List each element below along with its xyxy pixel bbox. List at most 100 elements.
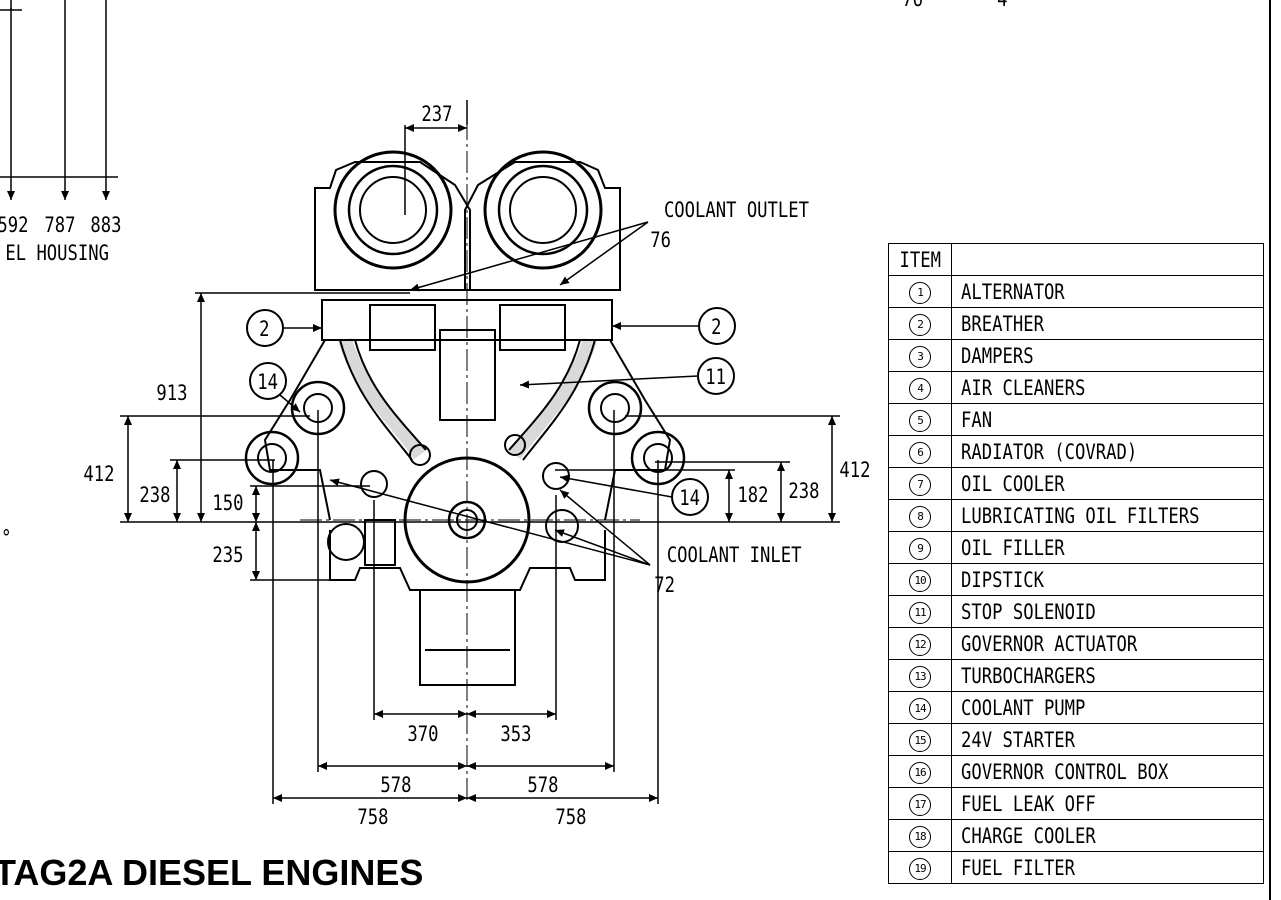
- engine-outline: [244, 118, 686, 800]
- table-row: 12 GOVERNOR ACTUATOR: [888, 627, 1264, 660]
- table-row: 11 STOP SOLENOID: [888, 595, 1264, 628]
- item-description-cell: LUBRICATING OIL FILTERS: [951, 499, 1264, 532]
- item-description-cell: DIPSTICK: [951, 563, 1264, 596]
- top-left-value-3: 883: [90, 212, 121, 237]
- dim-150: 150: [212, 490, 243, 515]
- item-number-balloon: 5: [909, 409, 931, 432]
- table-row: 5 FAN: [888, 403, 1264, 436]
- table-row: 4 AIR CLEANERS: [888, 371, 1264, 404]
- item-number-balloon: 14: [909, 697, 931, 720]
- item-number-balloon: 15: [909, 729, 931, 752]
- dim-182: 182: [737, 482, 768, 507]
- item-number-balloon: 6: [909, 441, 931, 464]
- item-description: ALTERNATOR: [961, 279, 1065, 304]
- item-number-cell: 5: [888, 403, 952, 436]
- balloon-14-left-label: 14: [257, 369, 278, 394]
- item-description: TURBOCHARGERS: [961, 663, 1096, 688]
- item-description-cell: COOLANT PUMP: [951, 691, 1264, 724]
- item-description-cell: GOVERNOR CONTROL BOX: [951, 755, 1264, 788]
- item-number-cell: 14: [888, 691, 952, 724]
- dim-578-left: 578: [380, 772, 411, 797]
- item-description-cell: RADIATOR (COVRAD): [951, 435, 1264, 468]
- callout-leaders: [246, 221, 736, 566]
- top-right-value-2: 4: [997, 0, 1007, 11]
- dim-758-right: 758: [555, 804, 586, 829]
- item-description: FAN: [961, 407, 993, 432]
- dim-412-right: 412: [839, 457, 870, 482]
- dim-578-right: 578: [527, 772, 558, 797]
- item-number-balloon: 12: [909, 633, 931, 656]
- item-description: COOLANT PUMP: [961, 695, 1086, 720]
- table-row: 14 COOLANT PUMP: [888, 691, 1264, 724]
- balloon-11: [697, 357, 735, 395]
- item-description: FUEL LEAK OFF: [961, 791, 1096, 816]
- item-description: STOP SOLENOID: [961, 599, 1096, 624]
- item-number-cell: 17: [888, 787, 952, 820]
- item-description-cell: ALTERNATOR: [951, 275, 1264, 308]
- table-row: 1 ALTERNATOR: [888, 275, 1264, 308]
- item-description-cell: OIL FILLER: [951, 531, 1264, 564]
- top-left-value-2: 787: [44, 212, 75, 237]
- dim-235: 235: [212, 542, 243, 567]
- dim-370: 370: [407, 721, 438, 746]
- item-number-cell: 16: [888, 755, 952, 788]
- item-description: BREATHER: [961, 311, 1044, 336]
- item-description-cell: AIR CLEANERS: [951, 371, 1264, 404]
- item-description: AIR CLEANERS: [961, 375, 1086, 400]
- dim-238-left: 238: [139, 482, 170, 507]
- item-number-cell: 2: [888, 307, 952, 340]
- item-number-balloon: 4: [909, 377, 931, 400]
- item-number-balloon: 17: [909, 793, 931, 816]
- dim-412-left: 412: [83, 461, 114, 486]
- item-description: DIPSTICK: [961, 567, 1044, 592]
- item-number-balloon: 3: [909, 345, 931, 368]
- coolant-outlet-size: 76: [650, 227, 671, 252]
- item-number-cell: 4: [888, 371, 952, 404]
- item-number-cell: 3: [888, 339, 952, 372]
- item-description-cell: FUEL FILTER: [951, 851, 1264, 884]
- balloon-14-left: [249, 362, 287, 400]
- item-number-balloon: 8: [909, 505, 931, 528]
- item-number-balloon: 13: [909, 665, 931, 688]
- table-header-row: ITEM: [888, 243, 1264, 276]
- balloon-2-left-label: 2: [259, 316, 269, 341]
- coolant-outlet-label: COOLANT OUTLET: [664, 197, 809, 222]
- item-number-cell: 15: [888, 723, 952, 756]
- item-description-cell: BREATHER: [951, 307, 1264, 340]
- item-number-cell: 19: [888, 851, 952, 884]
- balloon-2-left: [246, 309, 284, 347]
- item-number-cell: 1: [888, 275, 952, 308]
- table-row: 2 BREATHER: [888, 307, 1264, 340]
- table-row: 8 LUBRICATING OIL FILTERS: [888, 499, 1264, 532]
- coolant-inlet-label: COOLANT INLET: [667, 542, 802, 567]
- item-description: RADIATOR (COVRAD): [961, 439, 1138, 464]
- item-description: OIL FILLER: [961, 535, 1065, 560]
- item-description: LUBRICATING OIL FILTERS: [961, 503, 1200, 528]
- item-number-cell: 8: [888, 499, 952, 532]
- item-number-balloon: 10: [909, 569, 931, 592]
- balloon-2-right-label: 2: [711, 314, 721, 339]
- item-description-cell: TURBOCHARGERS: [951, 659, 1264, 692]
- top-right-value-1: 76: [902, 0, 923, 11]
- degree-mark: °: [1, 525, 11, 550]
- item-number-cell: 12: [888, 627, 952, 660]
- item-description: GOVERNOR ACTUATOR: [961, 631, 1138, 656]
- item-legend-table: ITEM 1 ALTERNATOR 2 BREATHER 3 DAMPERS 4 AIR CL…: [888, 243, 1264, 884]
- item-number-balloon: 9: [909, 537, 931, 560]
- item-description-cell: FAN: [951, 403, 1264, 436]
- item-description-cell: FUEL LEAK OFF: [951, 787, 1264, 820]
- item-number-cell: 7: [888, 467, 952, 500]
- item-description: DAMPERS: [961, 343, 1034, 368]
- item-number-cell: 13: [888, 659, 952, 692]
- item-number-balloon: 11: [909, 601, 931, 624]
- top-left-value-1: 592: [0, 212, 28, 237]
- balloon-2-right: [698, 307, 736, 345]
- table-header-item: ITEM: [888, 243, 952, 276]
- item-description: GOVERNOR CONTROL BOX: [961, 759, 1169, 784]
- dim-758-left: 758: [357, 804, 388, 829]
